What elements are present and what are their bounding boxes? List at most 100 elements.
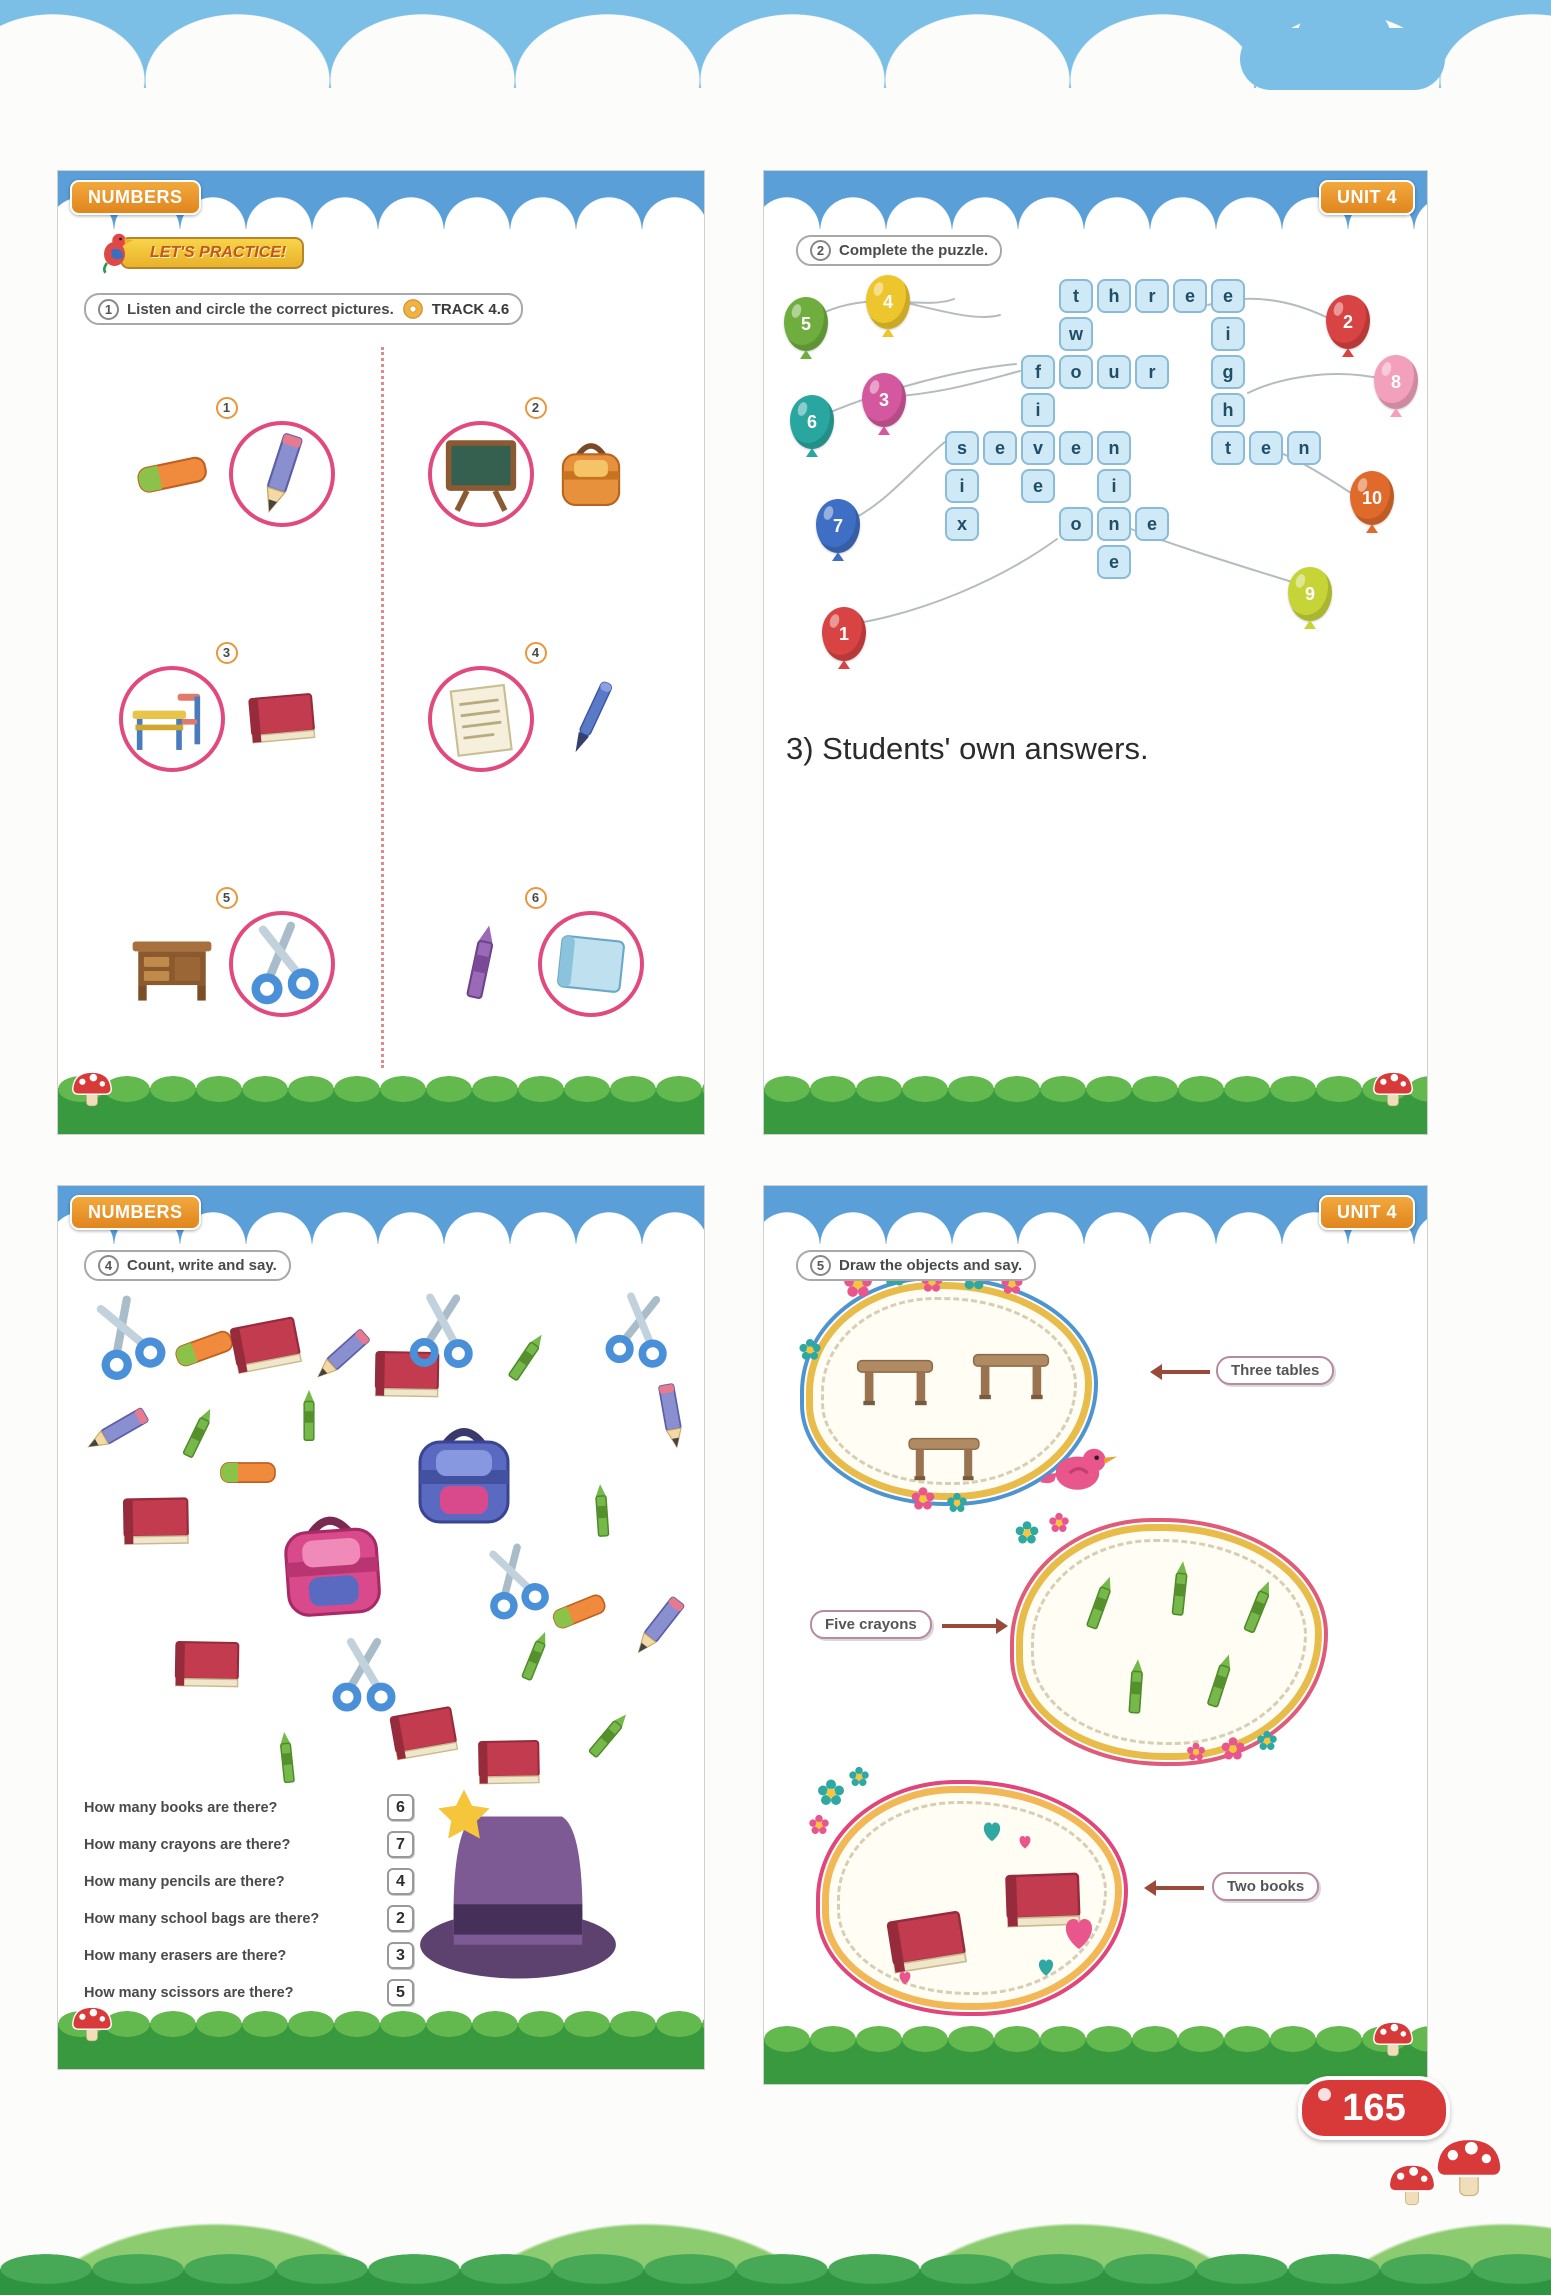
scissors-icon — [317, 1629, 412, 1724]
panel-puzzle: UNIT 4 2 Complete the puzzle. — [763, 170, 1428, 1135]
pencil-icon — [293, 1307, 391, 1405]
question-row: How many erasers are there?3 — [84, 1942, 414, 1969]
puzzle-letter-tile: g — [1211, 355, 1245, 389]
question-row: How many crayons are there? 7 — [84, 1831, 414, 1858]
crayon-icon — [484, 1316, 567, 1399]
mushroom-icon — [1386, 2160, 1438, 2212]
answer-box: 5 — [387, 1979, 414, 2006]
exercise-4-instruction: 4 Count, write and say. — [84, 1250, 291, 1281]
book-icon — [107, 1473, 205, 1571]
balloon-number-3: 3 — [862, 373, 906, 427]
exercise-title: Listen and circle the correct pictures. — [127, 300, 394, 318]
book-icon — [229, 666, 335, 772]
item-pictures — [119, 910, 335, 1017]
puzzle-letter-tile: r — [1135, 279, 1169, 313]
unit-4-badge: UNIT 4 — [1318, 180, 1415, 215]
puzzle-letter-tile: n — [1097, 431, 1131, 465]
puzzle-letter-tile: e — [1135, 507, 1169, 541]
puzzle-letter-tile: e — [1021, 469, 1055, 503]
item-number: 4 — [524, 641, 547, 664]
exercise-title: Count, write and say. — [127, 1257, 277, 1274]
frame-label: Five crayons — [810, 1610, 932, 1639]
puzzle-letter-tile: t — [1211, 431, 1245, 465]
heart-teal-icon — [1033, 1953, 1059, 1979]
puzzle-letter-tile: i — [945, 469, 979, 503]
lets-practice-banner: LET'S PRACTICE! — [102, 233, 305, 274]
listen-item-5: 5 — [72, 829, 381, 1074]
puzzle-letter-tile: e — [1059, 431, 1093, 465]
item-number: 6 — [524, 886, 547, 909]
parrot-icon — [92, 227, 140, 275]
panel-listen-circle: NUMBERS LET'S PRACTICE! 1 Listen and cir… — [57, 170, 705, 1135]
question-label: How many crayons are there? — [84, 1836, 291, 1853]
pencil-icon — [65, 1379, 170, 1484]
puzzle-letter-tile: o — [1059, 355, 1093, 389]
desk-icon — [119, 911, 225, 1017]
arrow-pointing-left — [1144, 1880, 1204, 1896]
puzzle-letter-tile: x — [945, 507, 979, 541]
flower-pink-icon — [807, 1813, 831, 1837]
question-label: How many school bags are there? — [84, 1910, 320, 1927]
eraser-icon — [119, 421, 225, 527]
listen-item-6: 6 — [381, 829, 690, 1074]
exercise-5-instruction: 5 Draw the objects and say. — [796, 1250, 1037, 1281]
question-label: How many scissors are there? — [84, 1984, 294, 2001]
page-number-badge: 165 — [1298, 2076, 1450, 2140]
panel-header-strip: UNIT 4 — [764, 1186, 1427, 1278]
circled-answer-pencil-icon — [228, 420, 335, 527]
table-icon — [965, 1323, 1057, 1415]
pen-icon — [538, 666, 644, 772]
balloon-number-10: 10 — [1350, 471, 1394, 525]
puzzle-letter-tile: n — [1287, 431, 1321, 465]
exercise-number: 4 — [98, 1255, 119, 1276]
balloon-number-6: 6 — [790, 395, 834, 449]
grass-strip — [58, 2011, 704, 2069]
answer-box: 2 — [387, 1905, 414, 1932]
puzzle-letter-tile: f — [1021, 355, 1055, 389]
puzzle-letter-tile: r — [1135, 355, 1169, 389]
circled-answer-scissors-icon — [228, 910, 335, 1017]
puzzle-letter-tile: w — [1059, 317, 1093, 351]
bird-icon — [1039, 1427, 1121, 1509]
exercise-title: Draw the objects and say. — [839, 1257, 1023, 1274]
exercise-number: 5 — [810, 1255, 831, 1276]
flower-teal-icon — [1013, 1519, 1041, 1547]
balloon-number-4: 4 — [866, 275, 910, 329]
heart-pink-icon — [1055, 1907, 1103, 1955]
dotted-divider — [381, 347, 384, 1068]
answer-box: 7 — [387, 1831, 414, 1858]
balloon-number-2: 2 — [1326, 295, 1370, 349]
circled-answer-paper-icon — [427, 665, 534, 772]
draw-frame — [1010, 1512, 1328, 1766]
crayon-icon — [562, 1472, 641, 1551]
scissors-icon — [588, 1280, 689, 1381]
exercise-1-instruction: 1 Listen and circle the correct pictures… — [84, 293, 524, 325]
bag-blue-icon — [400, 1410, 528, 1538]
pencil-icon — [623, 1367, 704, 1464]
eraser-icon — [538, 1570, 619, 1651]
flower-pink-icon — [1047, 1511, 1071, 1535]
circled-answer-blackboard-icon — [427, 420, 534, 527]
puzzle-letter-tile: v — [1021, 431, 1055, 465]
blue-cloud-decoration — [1240, 4, 1445, 90]
item-number: 1 — [215, 396, 238, 419]
flower-teal-icon — [847, 1765, 871, 1789]
exercise-number: 2 — [810, 240, 831, 261]
question-row: How many school bags are there? 2 — [84, 1905, 414, 1932]
exercise-2-instruction: 2 Complete the puzzle. — [796, 235, 1003, 266]
crayon-icon — [499, 1621, 571, 1693]
eraser-icon — [161, 1305, 247, 1391]
puzzle-letter-tile: h — [1097, 279, 1131, 313]
panel-header-strip: NUMBERS — [58, 1186, 704, 1278]
crayon-icon — [248, 1720, 326, 1798]
panel-header-strip: UNIT 4 — [764, 171, 1427, 263]
question-label: How many books are there? — [84, 1799, 278, 1816]
exercise-title: Complete the puzzle. — [839, 242, 989, 259]
item-number: 3 — [215, 641, 238, 664]
numbers-badge: NUMBERS — [70, 1195, 201, 1230]
answer-box: 4 — [387, 1868, 414, 1895]
book-icon — [463, 1717, 555, 1809]
